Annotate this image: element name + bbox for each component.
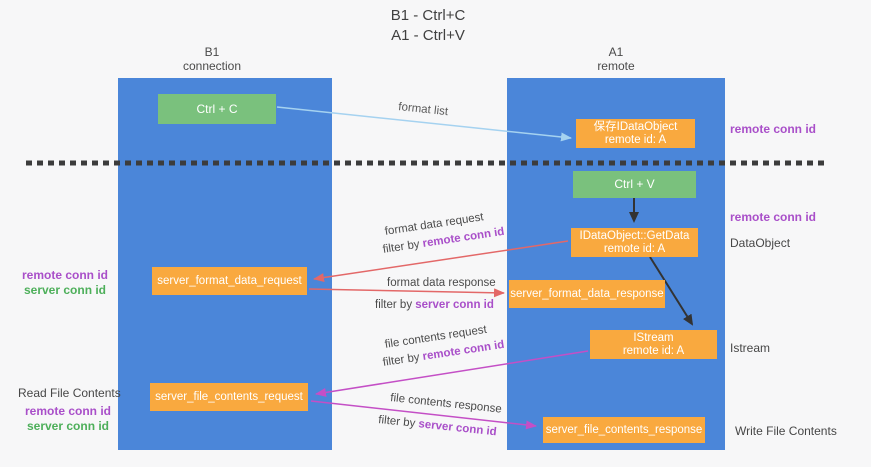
- format-data-response-arrow: [308, 288, 505, 298]
- title-line-1: B1 - Ctrl+C: [390, 7, 466, 24]
- title-line-2: A1 - Ctrl+V: [391, 27, 465, 44]
- save-dataobject-line1: 保存IDataObject: [593, 120, 678, 133]
- ctrl-v-box: Ctrl + V: [573, 171, 696, 198]
- istream-box: IStream remote id: A: [590, 330, 717, 359]
- getdata-box: IDataObject::GetData remote id: A: [571, 228, 698, 257]
- server-format-data-response-box: server_format_data_response: [509, 280, 665, 308]
- filter-by-text: filter by: [382, 351, 424, 369]
- getdata-line2: remote id: A: [603, 242, 666, 255]
- file-response-filter-label: filter by server conn id: [378, 414, 497, 438]
- save-dataobject-box: 保存IDataObject remote id: A: [576, 119, 695, 148]
- right-dataobject-label: DataObject: [730, 236, 791, 250]
- right-remote-conn-id-top: remote conn id: [730, 122, 817, 136]
- right-istream-label: Istream: [730, 341, 771, 355]
- server-format-data-response-label: server_format_data_response: [510, 287, 664, 300]
- server-file-contents-response-label: server_file_contents_response: [545, 423, 703, 436]
- left-server-conn-id-bottom: server conn id: [26, 419, 110, 433]
- server-file-contents-request-box: server_file_contents_request: [150, 383, 308, 411]
- left-remote-conn-id-mid: remote conn id: [21, 268, 108, 282]
- left-bottom-labels: Read File Contents remote conn id server…: [18, 386, 121, 434]
- lifeline-header-b1: B1 connection: [105, 45, 319, 73]
- server-format-data-request-box: server_format_data_request: [152, 267, 307, 295]
- filter-by-text: filter by: [382, 238, 424, 256]
- diagram-title: B1 - Ctrl+C A1 - Ctrl+V: [0, 6, 856, 46]
- format-response-filter-label: filter by server conn id: [375, 299, 494, 311]
- right-write-file-contents-label: Write File Contents: [735, 424, 837, 438]
- right-remote-conn-id-mid: remote conn id: [730, 210, 817, 224]
- lifeline-a1-name: A1: [608, 45, 624, 59]
- ctrl-c-box: Ctrl + C: [158, 94, 276, 124]
- ctrl-c-label: Ctrl + C: [196, 101, 238, 116]
- server-file-contents-response-box: server_file_contents_response: [543, 417, 705, 443]
- server-format-data-request-label: server_format_data_request: [157, 274, 302, 287]
- server-conn-id-text: server conn id: [417, 418, 498, 439]
- server-conn-id-text: server conn id: [415, 299, 494, 311]
- left-mid-conn-id-labels: remote conn id server conn id: [20, 268, 110, 298]
- ctrl-v-label: Ctrl + V: [614, 177, 655, 191]
- lifeline-b1-role: connection: [182, 59, 242, 73]
- left-server-conn-id-mid: server conn id: [23, 283, 107, 297]
- filter-by-text: filter by: [377, 414, 420, 431]
- istream-line1: IStream: [633, 331, 674, 344]
- istream-line2: remote id: A: [622, 344, 685, 357]
- lifeline-b1-name: B1: [204, 45, 220, 59]
- server-file-contents-request-label: server_file_contents_request: [155, 390, 303, 403]
- read-file-contents-label: Read File Contents: [18, 386, 121, 400]
- format-list-label: format list: [397, 101, 449, 119]
- file-contents-response-label: file contents response: [389, 392, 503, 416]
- format-data-response-label: format data response: [387, 277, 496, 289]
- lifeline-a1-role: remote: [597, 59, 635, 73]
- lifeline-header-a1: A1 remote: [507, 45, 725, 73]
- left-remote-conn-id-bottom: remote conn id: [24, 404, 111, 418]
- getdata-line1: IDataObject::GetData: [579, 229, 690, 242]
- filter-by-text: filter by: [375, 299, 416, 311]
- save-dataobject-line2: remote id: A: [604, 133, 667, 146]
